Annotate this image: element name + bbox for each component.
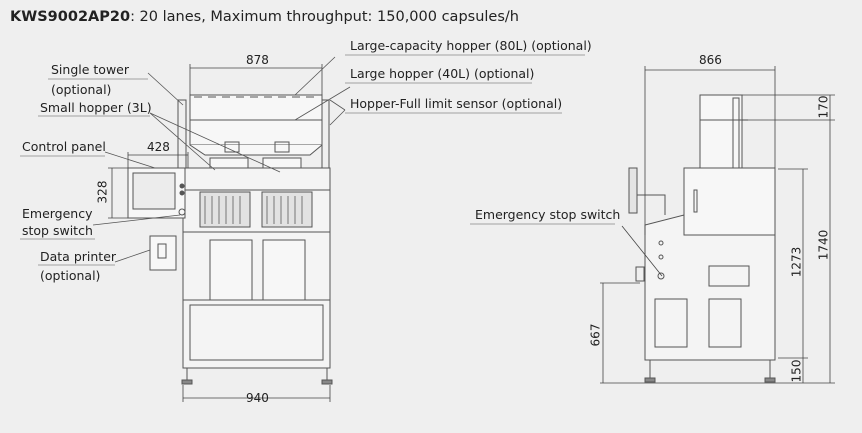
label-data-printer: Data printer (40, 249, 117, 264)
label-large-hopper: Large hopper (40L) (optional) (350, 66, 535, 81)
page-title: KWS9002AP20: 20 lanes, Maximum throughpu… (10, 9, 519, 25)
label-single-tower-optional: (optional) (51, 82, 112, 97)
model-description: : 20 lanes, Maximum throughput: 150,000 … (130, 9, 519, 25)
dim-printer-height: 667 (588, 323, 603, 347)
label-emergency-side: Emergency stop switch (475, 207, 621, 222)
dim-total-height: 1740 (816, 229, 831, 261)
front-view (20, 54, 585, 402)
label-emergency: Emergency (22, 206, 93, 221)
dim-body-height: 1273 (789, 246, 804, 278)
dim-front-top-width: 878 (246, 53, 269, 67)
dim-panel-width: 428 (147, 140, 170, 154)
label-hopper-full-sensor: Hopper-Full limit sensor (optional) (350, 96, 563, 111)
label-control-panel: Control panel (22, 139, 106, 154)
label-large-capacity-hopper: Large-capacity hopper (80L) (optional) (350, 38, 592, 53)
label-single-tower: Single tower (51, 62, 130, 77)
dim-panel-height: 328 (95, 180, 110, 204)
side-view (470, 66, 835, 384)
dim-leg-height: 150 (789, 359, 804, 383)
dim-front-base-width: 940 (246, 391, 269, 405)
dim-side-width: 866 (699, 53, 722, 67)
label-data-printer-optional: (optional) (40, 268, 101, 283)
model-name: KWS9002AP20 (10, 9, 131, 25)
label-stop-switch: stop switch (22, 223, 93, 238)
label-small-hopper: Small hopper (3L) (40, 100, 152, 115)
dim-hopper-height: 170 (816, 95, 831, 119)
